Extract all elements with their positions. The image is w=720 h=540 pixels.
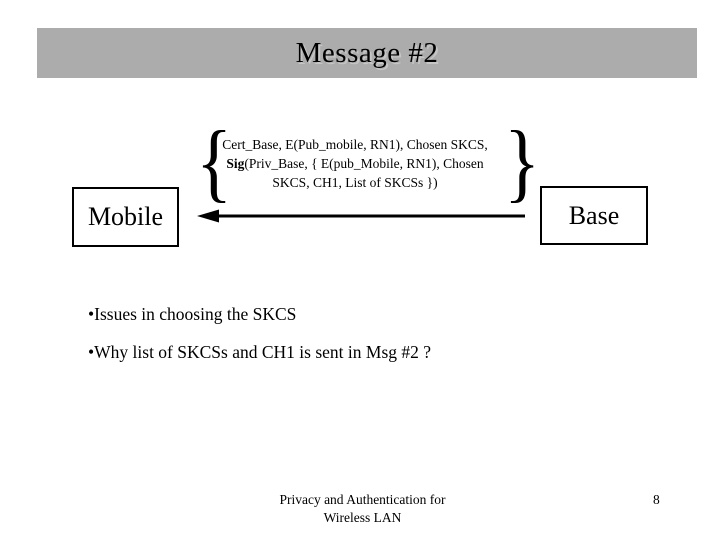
bullet-marker: •: [88, 304, 95, 324]
message-line-2-rest: (Priv_Base, { E(pub_Mobile, RN1), Chosen: [244, 156, 484, 171]
message-arrow-icon: [197, 209, 525, 223]
bullet-marker: •: [88, 342, 95, 362]
bullet-list: •Issues in choosing the SKCS •Why list o…: [88, 304, 431, 380]
title-banner: Message #2: [37, 28, 697, 78]
message-line-3: SKCS, CH1, List of SKCSs }): [272, 175, 438, 190]
right-brace: }: [504, 114, 541, 211]
footer-line-1: Privacy and Authentication for: [279, 492, 446, 507]
message-sig-keyword: Sig: [226, 156, 245, 171]
left-brace: {: [196, 114, 233, 211]
footer-line-2: Wireless LAN: [323, 510, 402, 525]
base-node: Base: [540, 186, 648, 245]
message-content: Cert_Base, E(Pub_mobile, RN1), Chosen SK…: [205, 135, 505, 192]
base-node-label: Base: [568, 200, 620, 230]
bullet-text-2: Why list of SKCSs and CH1 is sent in Msg…: [94, 342, 432, 362]
message-line-2: Sig(Priv_Base, { E(pub_Mobile, RN1), Cho…: [205, 154, 505, 173]
bullet-item-1: •Issues in choosing the SKCS: [88, 304, 431, 324]
bullet-text-1: Issues in choosing the SKCS: [94, 304, 297, 324]
bullet-item-2: •Why list of SKCSs and CH1 is sent in Ms…: [88, 342, 431, 362]
slide-title: Message #2: [295, 36, 439, 69]
mobile-node-label: Mobile: [87, 202, 164, 231]
footer: Privacy and Authentication for Wireless …: [250, 491, 475, 527]
mobile-node: Mobile: [72, 187, 179, 247]
page-number: 8: [653, 492, 660, 507]
message-line-1: Cert_Base, E(Pub_mobile, RN1), Chosen SK…: [222, 137, 488, 152]
